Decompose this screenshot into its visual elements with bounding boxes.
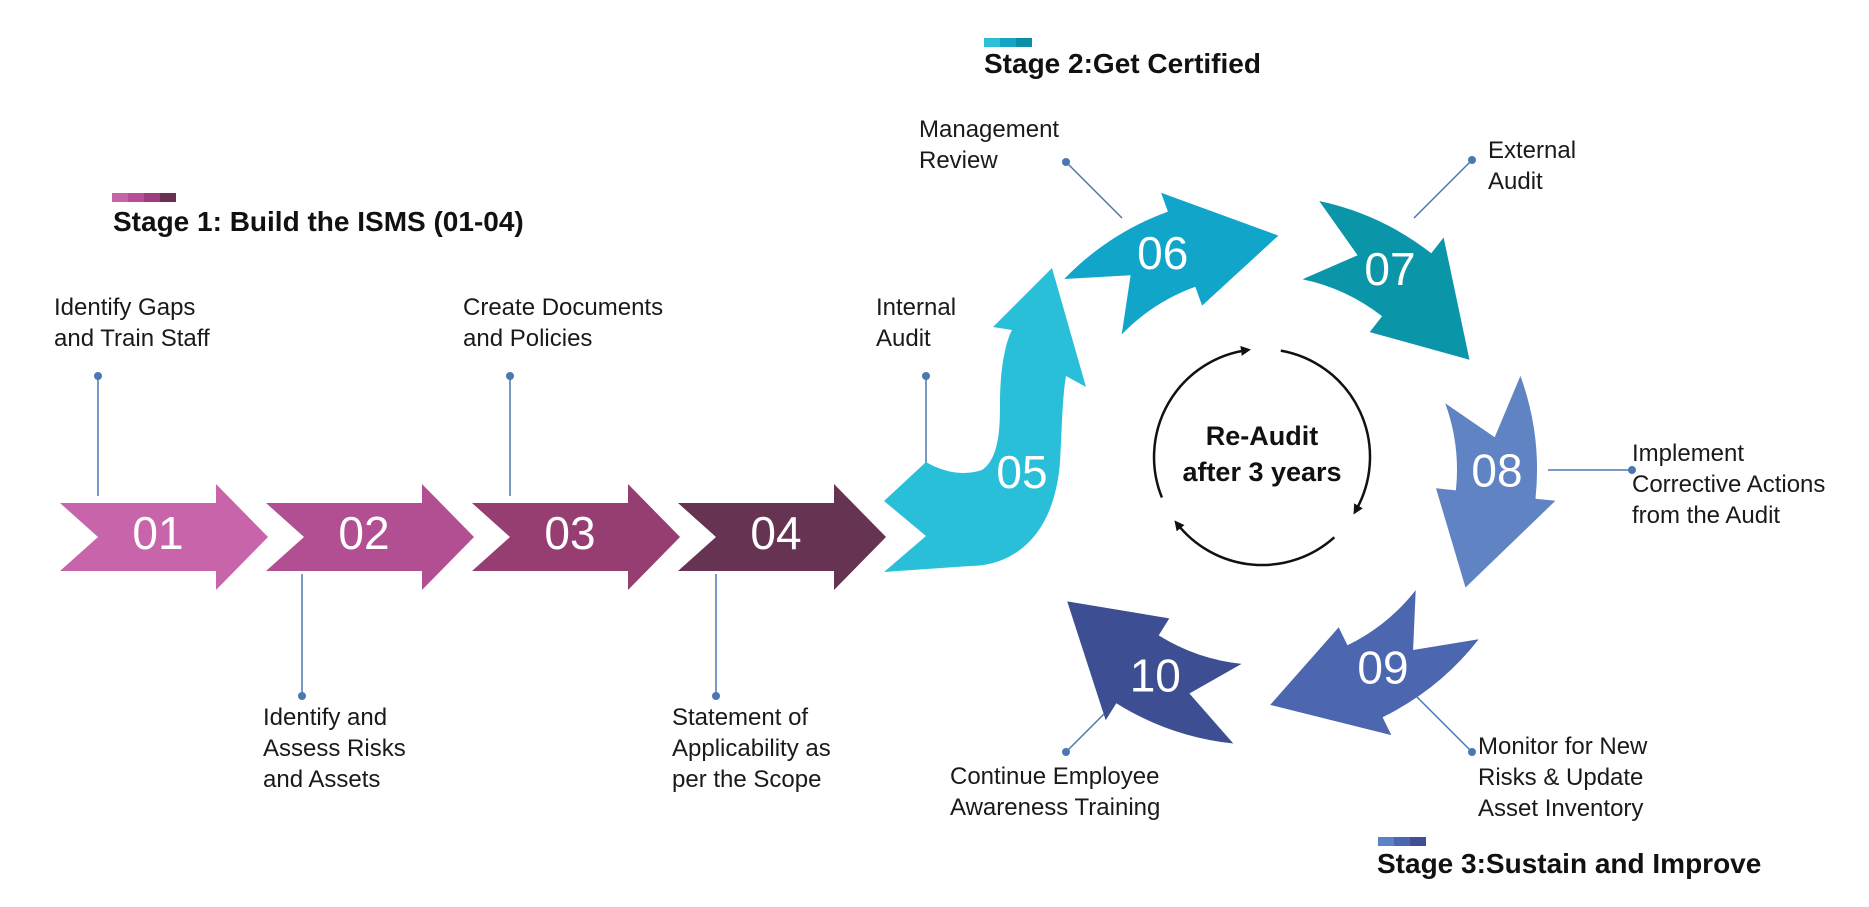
stage3-color-segment <box>1394 837 1410 846</box>
step-09-connector-line <box>1413 693 1473 753</box>
step-02-label: Identify and Assess Risks and Assets <box>263 704 406 793</box>
stage1-color-segment <box>128 193 144 202</box>
step-10-connector-dot <box>1062 748 1070 756</box>
step-06-connector-dot <box>1062 158 1070 166</box>
step-10-arrow <box>1067 601 1242 744</box>
step-09-arrow <box>1270 590 1479 736</box>
step-07-number: 07 <box>1364 243 1415 295</box>
step-03-connector-dot <box>506 372 514 380</box>
stage1-color-segment <box>144 193 160 202</box>
step-07-connector-line <box>1413 159 1473 219</box>
step-02-arrow <box>266 484 474 590</box>
step-04-connector-dot <box>712 692 720 700</box>
step-01-label: Identify Gaps and Train Staff <box>54 294 210 352</box>
step-08-number: 08 <box>1471 444 1522 496</box>
step-05-arrow <box>884 268 1086 572</box>
step-06-connector-line <box>1065 161 1123 219</box>
step-08-connector-dot <box>1628 466 1636 474</box>
step-05-number: 05 <box>996 446 1047 498</box>
step-08-arrow <box>1436 375 1556 588</box>
step-07-connector-dot <box>1468 156 1476 164</box>
center-title-line-2: after 3 years <box>1182 457 1341 487</box>
reaudit-cycle-arc-3 <box>1152 345 1251 498</box>
reaudit-cycle-arc-2 <box>1174 520 1336 567</box>
stage2-color-segment <box>1016 38 1032 47</box>
stage-3-color-bar <box>1378 837 1426 846</box>
step-07-label: External Audit <box>1488 137 1577 195</box>
step-04-arrow <box>678 484 886 590</box>
step-06-arrow <box>1064 192 1279 335</box>
stage1-color-segment <box>160 193 176 202</box>
step-09-number: 09 <box>1357 642 1408 694</box>
stage-2-title: Stage 2:Get Certified <box>984 48 1261 79</box>
step-01-connector-dot <box>94 372 102 380</box>
stage-1-color-bar <box>112 193 176 202</box>
step-04-label: Statement of Applicability as per the Sc… <box>672 704 831 793</box>
stage3-color-segment <box>1410 837 1426 846</box>
step-02-connector-dot <box>298 692 306 700</box>
step-09-connector-dot <box>1468 748 1476 756</box>
stage3-color-segment <box>1378 837 1394 846</box>
center-title-line-1: Re-Audit <box>1206 421 1318 451</box>
step-04-number: 04 <box>750 507 801 559</box>
step-02-number: 02 <box>338 507 389 559</box>
reaudit-cycle-arc-1 <box>1280 349 1372 515</box>
step-03-number: 03 <box>544 507 595 559</box>
step-07-arrow <box>1302 201 1470 360</box>
step-06-number: 06 <box>1137 227 1188 279</box>
step-10-label: Continue Employee Awareness Training <box>950 763 1161 821</box>
step-05-label: Internal Audit <box>876 294 957 352</box>
stage2-color-segment <box>1000 38 1016 47</box>
step-03-label: Create Documents and Policies <box>463 294 664 352</box>
step-06-label: Management Review <box>919 116 1060 174</box>
step-09-label: Monitor for New Risks & Update Asset Inv… <box>1478 733 1648 822</box>
stage-3-title: Stage 3:Sustain and Improve <box>1377 848 1762 879</box>
stage-1-title: Stage 1: Build the ISMS (01-04) <box>113 206 524 237</box>
step-01-arrow <box>60 484 268 590</box>
stage-2-color-bar <box>984 38 1032 47</box>
stage1-color-segment <box>112 193 128 202</box>
stage2-color-segment <box>984 38 1000 47</box>
step-03-arrow <box>472 484 680 590</box>
step-10-number: 10 <box>1130 650 1181 702</box>
step-05-connector-dot <box>922 372 930 380</box>
step-08-label: Implement Corrective Actions from the Au… <box>1632 440 1826 529</box>
step-01-number: 01 <box>132 507 183 559</box>
